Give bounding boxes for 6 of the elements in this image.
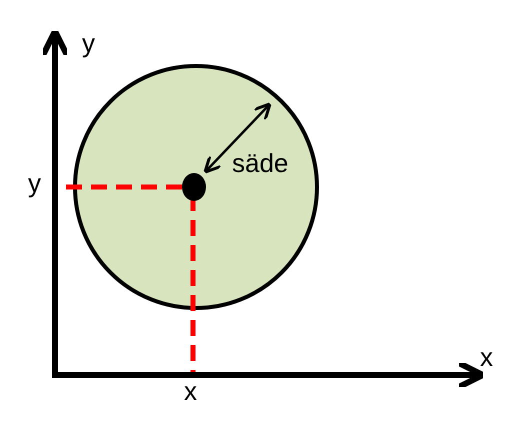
axis-label: y	[82, 30, 95, 56]
coordinate-label: y	[28, 170, 41, 196]
axis-label: x	[480, 344, 493, 370]
circle	[73, 64, 319, 310]
coordinate-label: x	[184, 378, 197, 404]
radius-label: säde	[232, 150, 288, 176]
